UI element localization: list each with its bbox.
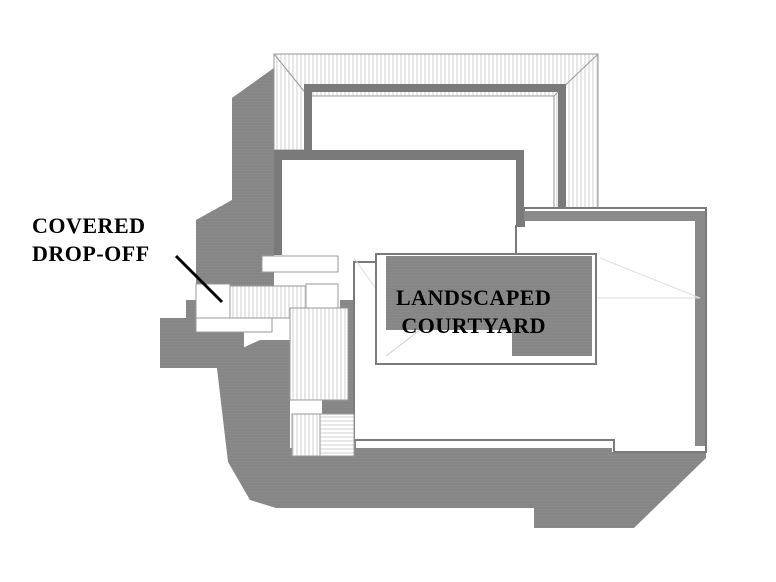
- walkway-hatch: [289, 307, 355, 457]
- courtyard-label-line-2: COURTYARD: [401, 313, 547, 338]
- courtyard-label: LANDSCAPED COURTYARD: [396, 284, 551, 340]
- upper-roof-hatch: [273, 53, 599, 209]
- courtyard-label-line-1: LANDSCAPED: [396, 285, 552, 310]
- dropoff-label-line-2: DROP-OFF: [32, 241, 150, 266]
- dropoff-leader-line: [174, 254, 224, 304]
- dropoff-label-line-1: COVERED: [32, 213, 146, 238]
- courtyard: [375, 253, 597, 365]
- dropoff-label: COVERED DROP-OFF: [32, 212, 150, 268]
- roof-block-upper-left: [274, 150, 524, 255]
